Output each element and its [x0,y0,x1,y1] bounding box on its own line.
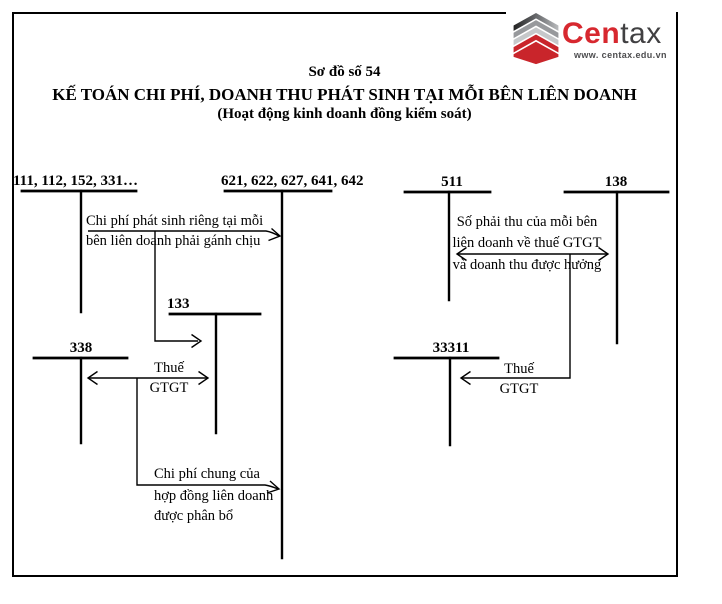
account-label-621: 621, 622, 627, 641, 642 [221,173,364,189]
centax-wordmark-cen: Cen [562,16,621,50]
receivable-text-line1: Số phải thu của mỗi bên [456,214,598,230]
diagram-number-title: Sơ đồ số 54 [308,64,381,80]
frame-border [12,12,678,577]
account-label-338: 338 [69,340,93,356]
t-account-621-lines [223,189,333,560]
account-label-511: 511 [441,174,463,190]
arrow-receivable [455,246,610,262]
centax-hexagon-icon [513,13,559,65]
own-expense-text-line1: Chi phí phát sinh riêng tại mỗi [86,213,264,229]
diagram-main-title: KẾ TOÁN CHI PHÍ, DOANH THU PHÁT SINH TẠI… [52,85,637,104]
vat-left-text-line1: Thuế [154,360,184,376]
diagram-subtitle: (Hoạt động kinh doanh đồng kiểm soát) [217,106,472,122]
account-label-33311: 33311 [432,340,470,356]
arrow-shared-expense [136,378,281,494]
arrow-own-expense [88,227,282,242]
shared-expense-text-line3: được phân bổ [154,508,234,524]
arrow-vat-into-133 [154,231,203,349]
own-expense-text-line2: bên liên doanh phải gánh chịu [86,233,261,249]
vat-right-text-line2: GTGT [499,381,539,397]
t-account-133-lines [168,312,262,435]
arrow-vat-left [86,370,210,386]
t-account-511-lines [403,190,492,302]
vat-left-text-line2: GTGT [149,380,189,396]
shared-expense-text-line2: hợp đồng liên doanh [154,488,274,504]
centax-wordmark: Centax [562,16,667,50]
account-label-111: 111, 112, 152, 331… [13,173,139,189]
receivable-text-line3: và doanh thu được hưởng [452,257,602,273]
arrow-vat-into-33311 [459,254,571,386]
shared-expense-text-line1: Chi phí chung của [154,466,260,482]
t-account-111-lines [20,189,138,314]
account-label-138: 138 [604,174,628,190]
t-account-33311-lines [393,356,500,447]
receivable-text-line2: liên doanh về thuế GTGT [452,235,602,251]
centax-wordmark-tax: tax [620,16,662,50]
t-account-138-lines [563,190,670,345]
centax-logo: Centax www. centax.edu.vn [506,10,676,68]
t-account-338-lines [32,356,129,445]
centax-website-text: www. centax.edu.vn [574,49,667,60]
account-label-133: 133 [167,296,190,312]
vat-right-text-line1: Thuế [504,361,534,377]
